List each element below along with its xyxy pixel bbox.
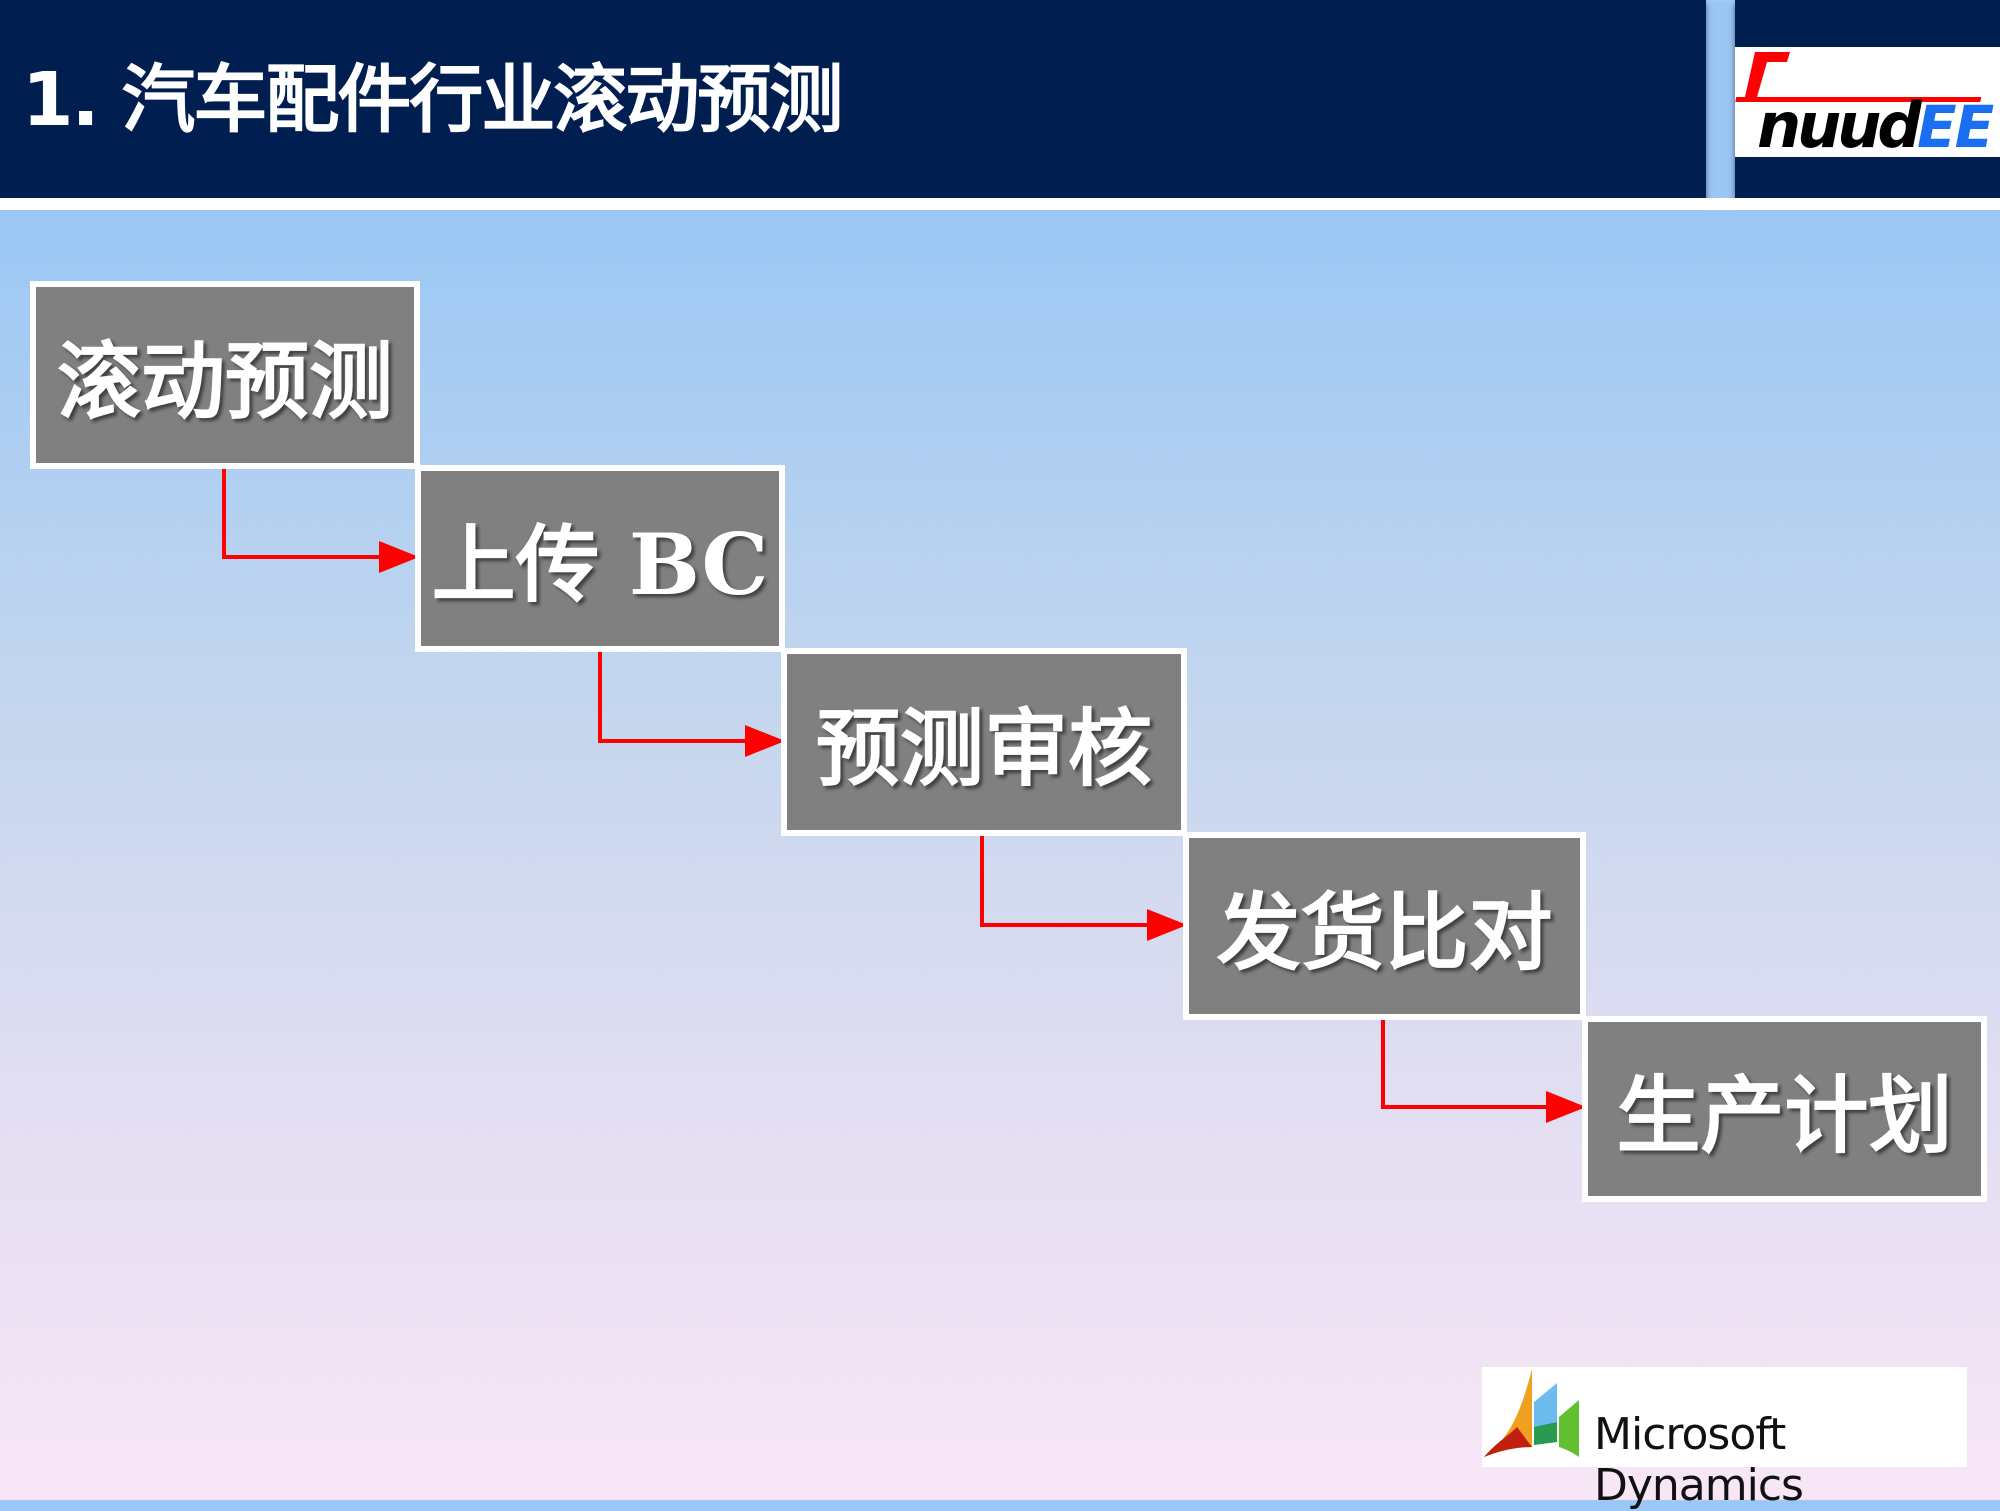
arrow-3 (980, 834, 1187, 941)
svg-text:EE: EE (1917, 93, 1994, 157)
microsoft-dynamics-logo: Microsoft Dynamics (1482, 1367, 1967, 1511)
step-forecast-review: 预测审核 (781, 648, 1187, 836)
microsoft-dynamics-text: Microsoft Dynamics (1594, 1409, 1804, 1511)
step-production-plan: 生产计划 (1582, 1016, 1987, 1202)
arrow-1 (222, 467, 419, 573)
step-label: 预测审核 (815, 698, 1152, 798)
svg-text:nuud: nuud (1757, 89, 1922, 157)
arrow-2 (598, 650, 785, 757)
step-rolling-forecast: 滚动预测 (30, 281, 420, 469)
header-bar: 1. 汽车配件行业滚动预测 (0, 0, 1706, 198)
dynamics-sails-icon (1484, 1369, 1579, 1457)
step-label: 生产计划 (1616, 1065, 1953, 1165)
page-title: 1. 汽车配件行业滚动预测 (22, 57, 843, 143)
step-label: 滚动预测 (56, 331, 393, 431)
step-shipment-comparison: 发货比对 (1183, 832, 1586, 1020)
step-label: 上传 BC (431, 515, 769, 614)
header-divider (0, 198, 2000, 210)
step-label: 发货比对 (1216, 882, 1553, 982)
step-upload-bc: 上传 BC (415, 465, 785, 652)
chudee-logo: nuud EE (1735, 47, 2000, 162)
arrow-4 (1381, 1018, 1586, 1123)
